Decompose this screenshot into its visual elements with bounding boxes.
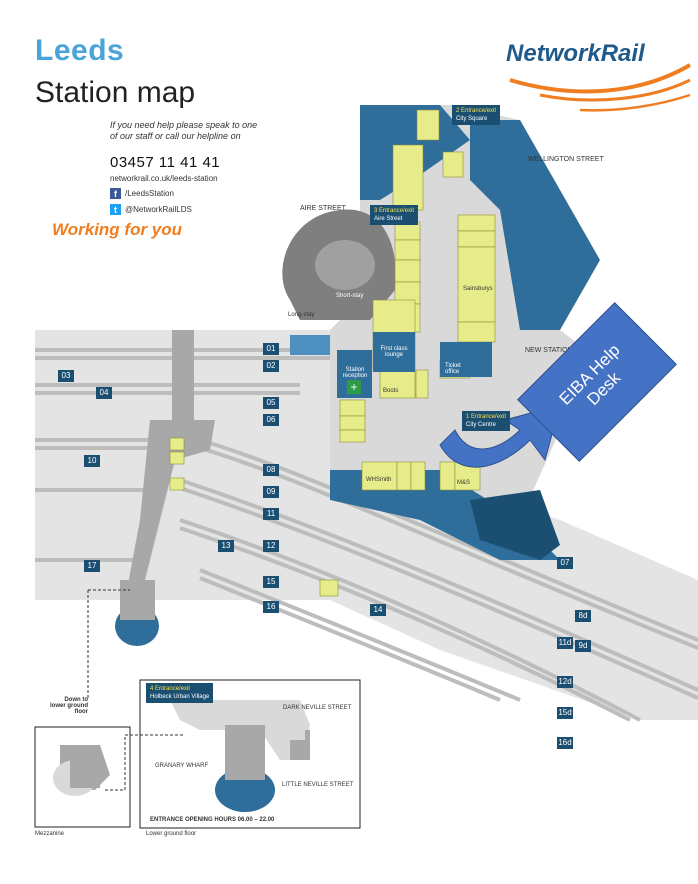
platform-badge-right-2: 9d: [575, 640, 591, 652]
platform-badge-left-7: 09: [263, 486, 279, 498]
platform-badge-right-6: 16d: [557, 737, 573, 749]
label-mezzanine: Mezzanine: [35, 831, 65, 837]
platform-badge-left-12: 15: [263, 576, 279, 588]
help-text: If you need help please speak to one of …: [110, 120, 258, 141]
label-opening-hours: ENTRANCE OPENING HOURS 06.00 – 22.00: [150, 817, 275, 823]
mezzanine-box: [34, 726, 131, 828]
facebook-handle: /LeedsStation: [125, 189, 174, 198]
first-aid-icon: [347, 380, 361, 394]
lower-ground-box: [139, 679, 361, 829]
twitter-link[interactable]: t @NetworkRailLDS: [110, 204, 192, 215]
street-dark-neville: DARK NEVILLE STREET: [283, 705, 352, 711]
label-lower-ground: Lower ground floor: [146, 831, 197, 837]
website-link[interactable]: networkrail.co.uk/leeds-station: [110, 174, 218, 183]
facebook-link[interactable]: f /LeedsStation: [110, 188, 174, 199]
platform-badge-right-5: 15d: [557, 707, 573, 719]
ticket-office-box: [440, 342, 492, 377]
helpline-phone[interactable]: 03457 11 41 41: [110, 154, 221, 171]
platform-badge-left-8: 10: [84, 455, 100, 467]
street-little-neville: LITTLE NEVILLE STREET: [282, 782, 354, 788]
network-rail-logo: NetworkRail: [500, 40, 695, 125]
facebook-icon: f: [110, 188, 121, 199]
platform-badge-left-0: 01: [263, 343, 279, 355]
street-granary: GRANARY WHARF: [155, 763, 209, 769]
label-boots: Boots: [383, 388, 399, 394]
label-ms: M&S: [457, 480, 471, 486]
street-new-station: NEW STATION STREET: [525, 347, 585, 354]
block-south-east: [470, 490, 560, 560]
platform-badge-left-13: 16: [263, 601, 279, 613]
label-whsmith: WHSmith: [366, 477, 392, 483]
label-station-reception: Station reception: [342, 367, 368, 379]
tagline: Working for you: [52, 220, 183, 239]
platform-badge-left-4: 05: [263, 397, 279, 409]
footbridge-stair: [125, 420, 215, 600]
label-sainsburys: Sainsburys: [463, 286, 493, 292]
platform-badge-left-3: 04: [96, 387, 112, 399]
first-class-box: [373, 332, 415, 372]
street-wellington: WELLINGTON STREET: [528, 156, 604, 163]
platform-badge-left-2: 03: [58, 370, 74, 382]
platform-badge-left-9: 11: [263, 508, 279, 520]
platform-badge-right-1: 8d: [575, 610, 591, 622]
street-aire: AIRE STREET: [300, 205, 346, 212]
block-north-east: [470, 120, 600, 330]
logo-wordmark: NetworkRail: [506, 40, 645, 67]
label-first-class: First class lounge: [380, 346, 408, 358]
label-ticket-office: Ticket office: [445, 363, 461, 375]
platform-badge-left-14: 17: [84, 560, 100, 572]
city-title: Leeds: [35, 34, 125, 67]
platform-badge-right-0: 07: [557, 557, 573, 569]
map-title: Station map: [35, 76, 196, 109]
retail-units: [169, 109, 496, 597]
platform-badge-left-11: 13: [218, 540, 234, 552]
twitter-icon: t: [110, 204, 121, 215]
platform-badge-left-1: 02: [263, 360, 279, 372]
label-long-stay: Long-stay: [288, 312, 315, 318]
twitter-handle: @NetworkRailLDS: [125, 205, 192, 214]
label-down-to: Down to lower ground floor: [50, 697, 88, 715]
platform-badge-left-10: 12: [263, 540, 279, 552]
platform-badge-right-7: 14: [370, 604, 386, 616]
label-short-stay: Short-stay: [336, 293, 364, 299]
platform-badge-left-6: 08: [263, 464, 279, 476]
svg-text:+: +: [350, 380, 357, 394]
platform-badge-right-4: 12d: [557, 676, 573, 688]
footbridge: [172, 330, 194, 420]
platform-badge-right-3: 11d: [557, 637, 573, 649]
platform-badge-left-5: 06: [263, 414, 279, 426]
